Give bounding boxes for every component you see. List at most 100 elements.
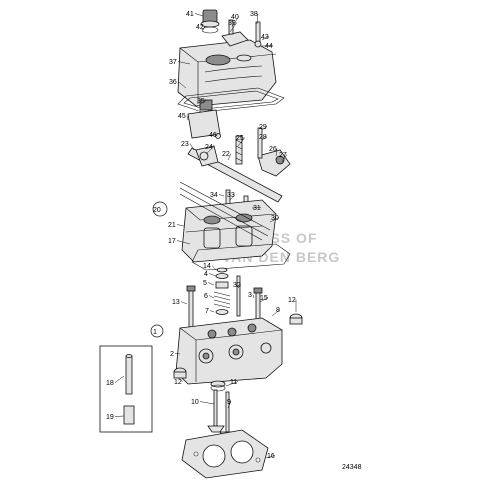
leader-line-26 <box>275 148 278 157</box>
callout-29: 29 <box>259 124 267 131</box>
valve-cover <box>177 39 277 107</box>
plug-right <box>289 313 303 325</box>
callout-17: 17 <box>168 238 176 245</box>
callout-40: 40 <box>231 14 239 21</box>
callout-23: 23 <box>181 141 189 148</box>
leader-line-27 <box>281 154 288 163</box>
leader-line-11 <box>225 381 239 387</box>
callout-9: 9 <box>227 399 231 406</box>
callout-19: 19 <box>106 414 114 421</box>
inset-box <box>99 345 153 433</box>
leader-line-16 <box>265 455 276 459</box>
valve-cover-gasket <box>177 87 285 113</box>
callout-4: 4 <box>204 271 208 278</box>
leader-line-44 <box>261 45 274 47</box>
callout-3: 3 <box>248 292 252 299</box>
leader-line-12 <box>177 377 184 382</box>
callout-11: 11 <box>230 379 237 386</box>
callout-30: 30 <box>271 215 279 222</box>
callout-circle-1 <box>150 324 164 338</box>
callout-36: 36 <box>169 79 177 86</box>
leader-line-8 <box>271 309 281 317</box>
leader-line-40 <box>231 16 240 27</box>
oil-filler-cap <box>200 9 220 34</box>
valve-seals <box>210 380 226 392</box>
callout-1: 1 <box>153 329 157 336</box>
callout-27: 27 <box>279 152 287 159</box>
leader-line-17 <box>176 240 191 245</box>
leader-line-24 <box>205 146 215 155</box>
leader-line-36 <box>177 81 187 89</box>
callout-26: 26 <box>269 146 277 153</box>
rocker-bracket <box>187 99 221 139</box>
leader-line-15 <box>259 297 269 303</box>
callout-37: 37 <box>169 59 177 66</box>
leader-line-42 <box>202 26 206 31</box>
leader-line-2 <box>174 353 181 355</box>
callout-39: 39 <box>228 20 236 27</box>
leader-line-41 <box>194 13 204 17</box>
leader-line-9 <box>227 401 232 409</box>
drawing-number: 24348 <box>342 464 362 471</box>
cylinder-head <box>175 317 283 385</box>
callout-12: 12 <box>174 379 182 386</box>
leader-line-46 <box>215 134 219 137</box>
callout-45: 45 <box>178 113 186 120</box>
leader-line-38 <box>256 13 259 25</box>
leader-line-22 <box>227 153 232 161</box>
callout-21: 21 <box>168 222 176 229</box>
leader-line-30 <box>269 217 280 223</box>
callout-44: 44 <box>265 43 273 50</box>
callout-25: 25 <box>236 135 244 142</box>
callout-8: 8 <box>276 307 280 314</box>
leader-line-7 <box>209 310 215 313</box>
callout-35: 35 <box>197 98 205 105</box>
callout-18: 18 <box>106 380 114 387</box>
callout-5: 5 <box>203 280 207 287</box>
leader-line-34 <box>218 194 225 197</box>
leader-line-3 <box>252 294 255 299</box>
intake-housing <box>181 199 277 263</box>
callout-38: 38 <box>250 11 258 18</box>
leader-line-39 <box>229 22 238 33</box>
leader-line-45 <box>186 115 189 121</box>
callout-15: 15 <box>260 295 268 302</box>
leader-line-10 <box>199 401 215 405</box>
leader-line-33 <box>229 194 236 201</box>
leader-line-21 <box>176 224 185 227</box>
leader-line-25 <box>237 137 246 147</box>
leader-line-43 <box>261 36 270 41</box>
callout-43: 43 <box>261 34 269 41</box>
callout-16: 16 <box>267 453 275 460</box>
leader-line-19 <box>114 415 125 417</box>
callout-24: 24 <box>205 144 213 151</box>
head-gasket <box>181 429 269 479</box>
leader-line-4 <box>208 273 217 277</box>
callout-13: 13 <box>172 299 180 306</box>
leader-line-28 <box>261 136 268 141</box>
callout-6: 6 <box>204 293 208 300</box>
leader-line-32 <box>237 284 242 289</box>
rocker-arm <box>257 127 291 177</box>
leader-line-5 <box>207 282 215 286</box>
callout-10: 10 <box>191 399 199 406</box>
leader-line-18 <box>114 375 125 383</box>
fuel-lines <box>179 181 271 241</box>
leader-line-23 <box>189 143 195 151</box>
callout-41: 41 <box>186 11 194 18</box>
intake-gasket <box>191 243 291 271</box>
callout-31: 31 <box>253 205 261 212</box>
leader-line-37 <box>177 61 191 65</box>
plug-left <box>173 367 187 379</box>
breather-assembly <box>221 19 262 48</box>
valve-spring-stack <box>213 267 231 315</box>
leader-line-6 <box>208 295 215 299</box>
callout-28: 28 <box>259 134 267 141</box>
leader-line-31 <box>251 207 262 209</box>
callout-42: 42 <box>196 24 204 31</box>
leader-line-14 <box>211 265 217 271</box>
callout-22: 22 <box>222 151 230 158</box>
valves <box>207 389 237 439</box>
